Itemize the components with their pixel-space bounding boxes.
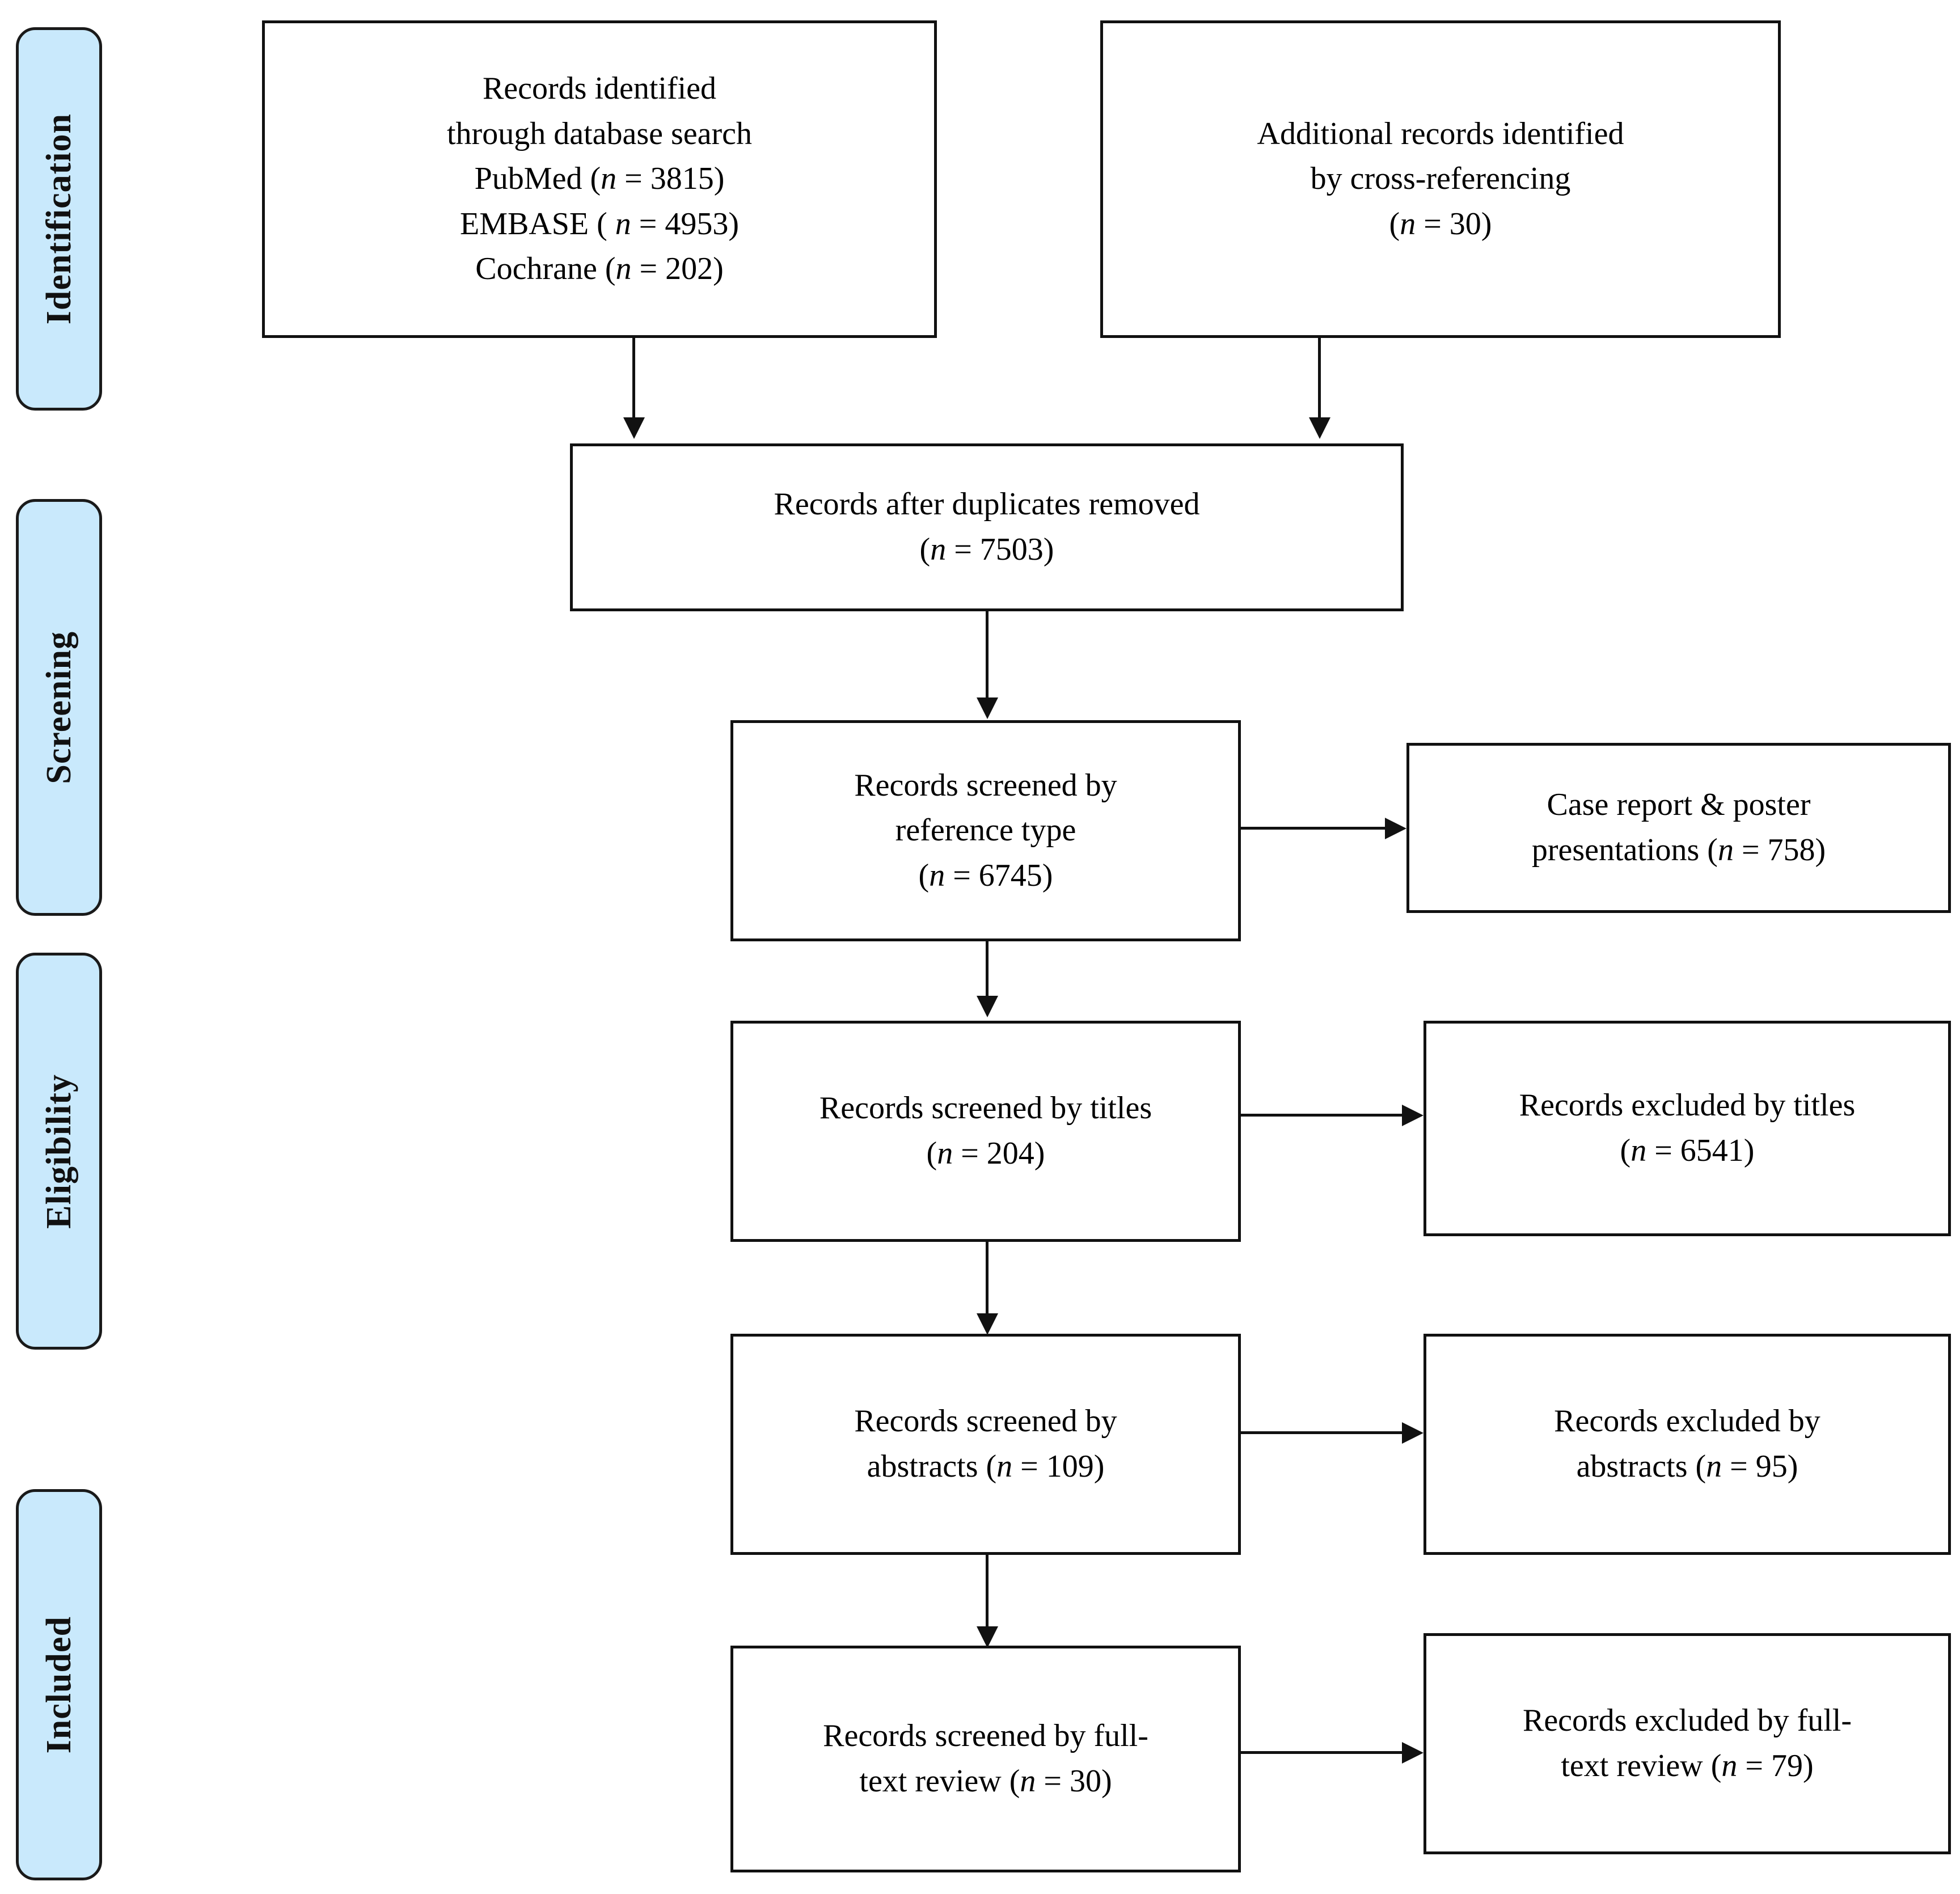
arrowhead-database-search-to-duplicates (623, 417, 645, 439)
phase-label-identification: Identification (40, 113, 78, 325)
phase-pill-screening: Screening (16, 499, 102, 916)
arrowhead-cross-referencing-to-duplicates (1309, 417, 1330, 439)
connector-fulltext-to-excluded-fulltext (1241, 1751, 1403, 1754)
arrowhead-titles-to-abstracts (977, 1313, 998, 1335)
connector-titles-to-excluded-titles (1241, 1114, 1403, 1117)
phase-label-screening: Screening (40, 631, 78, 784)
connector-abstracts-to-fulltext (986, 1555, 989, 1629)
box-text-excluded-titles: Records excluded by titles(n = 6541) (1519, 1088, 1856, 1168)
box-text-duplicates-removed: Records after duplicates removed(n = 750… (774, 487, 1200, 567)
phase-pill-included: Included (16, 1489, 102, 1880)
connector-titles-to-abstracts (986, 1242, 989, 1316)
phase-label-eligibility: Eligibility (40, 1073, 78, 1229)
arrowhead-reference-type-to-case-poster (1385, 818, 1406, 839)
connector-duplicates-to-reference-type (986, 611, 989, 700)
box-text-screened-fulltext: Records screened by full-text review (n … (823, 1718, 1148, 1799)
arrowhead-duplicates-to-reference-type (977, 697, 998, 719)
connector-reference-type-to-case-poster (1241, 827, 1386, 830)
connector-reference-type-to-titles (986, 941, 989, 998)
arrowhead-abstracts-to-fulltext (977, 1626, 998, 1648)
arrowhead-titles-to-excluded-titles (1402, 1105, 1423, 1126)
box-records-excluded-by-full-text: Records excluded by full-text review (n … (1423, 1633, 1951, 1854)
phase-pill-identification: Identification (16, 27, 102, 411)
arrowhead-abstracts-to-excluded-abstracts (1402, 1422, 1423, 1444)
connector-database-search-to-duplicates (632, 338, 635, 420)
box-records-screened-by-full-text: Records screened by full-text review (n … (730, 1646, 1241, 1872)
phase-pill-eligibility: Eligibility (16, 953, 102, 1350)
box-text-excluded-fulltext: Records excluded by full-text review (n … (1522, 1703, 1852, 1783)
box-records-excluded-by-titles: Records excluded by titles(n = 6541) (1423, 1021, 1951, 1236)
phase-label-included: Included (40, 1616, 78, 1754)
box-text-screened-titles: Records screened by titles(n = 204) (819, 1090, 1152, 1171)
arrowhead-fulltext-to-excluded-fulltext (1402, 1742, 1423, 1764)
arrowhead-reference-type-to-titles (977, 996, 998, 1017)
connector-cross-referencing-to-duplicates (1318, 338, 1321, 420)
connector-abstracts-to-excluded-abstracts (1241, 1431, 1403, 1434)
box-records-screened-by-titles: Records screened by titles(n = 204) (730, 1021, 1241, 1242)
box-records-after-duplicates-removed: Records after duplicates removed(n = 750… (570, 443, 1404, 611)
